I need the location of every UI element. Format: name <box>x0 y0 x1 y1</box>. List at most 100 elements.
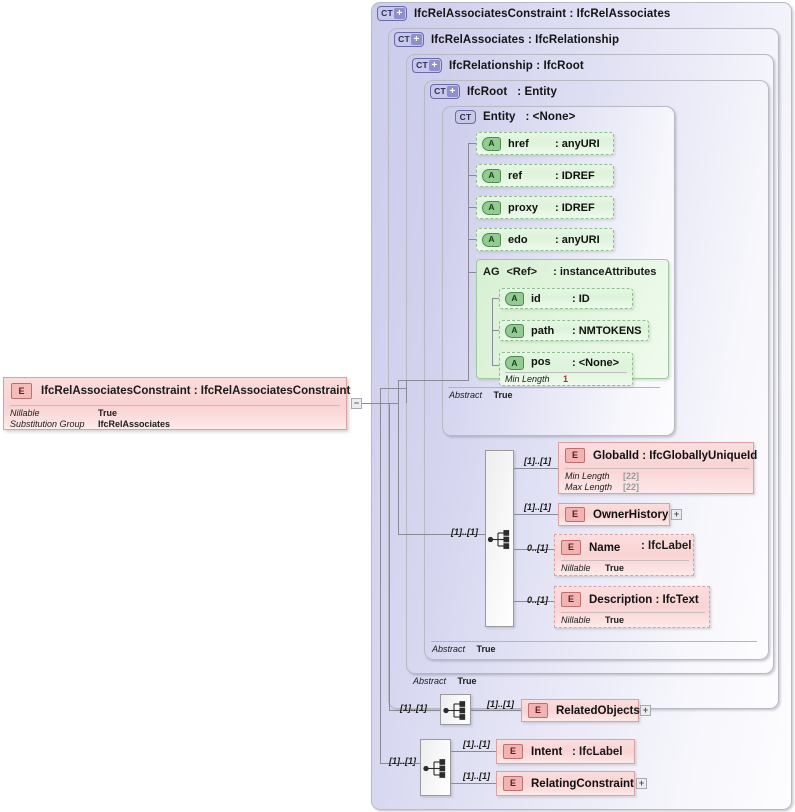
complextype-label: IfcRoot : Entity <box>467 85 557 98</box>
cardinality-relatingconstraint: [1]..[1] <box>463 771 490 781</box>
complextype-label: IfcRelAssociates : IfcRelationship <box>431 33 620 46</box>
abstract-key: Abstract <box>413 676 447 686</box>
element-name[interactable]: E Name : IfcLabel Nillable True <box>554 534 694 576</box>
cardinality-ifcroot-sequence: [1]..[1] <box>451 527 478 537</box>
attribute-group-type: : instanceAttributes <box>553 266 657 278</box>
element-description[interactable]: E Description : IfcText Nillable True <box>554 586 710 628</box>
attribute-id[interactable]: A id : ID <box>499 288 633 309</box>
connector-line <box>389 710 434 711</box>
cardinality-constraint-sequence: [1]..[1] <box>389 756 416 766</box>
attribute-icon: A <box>482 232 501 247</box>
element-ownerhistory[interactable]: E OwnerHistory <box>558 503 670 526</box>
abstract-value: True <box>457 676 477 686</box>
attribute-type: : ID <box>572 292 590 305</box>
element-icon: E <box>565 507 585 522</box>
attribute-ref[interactable]: A ref : IDREF <box>476 164 614 187</box>
facet-separator <box>561 560 689 561</box>
element-relatingconstraint[interactable]: E RelatingConstraint <box>496 771 635 796</box>
facet-key: Min Length <box>565 471 610 481</box>
connector-line <box>468 175 476 176</box>
abstract-row-entity: Abstract True <box>449 390 513 400</box>
complextype-title-entity[interactable]: CT Entity : <None> <box>455 110 575 124</box>
root-element-box[interactable]: E IfcRelAssociatesConstraint : IfcRelAss… <box>3 377 350 430</box>
attribute-group-name: <Ref> <box>506 266 538 278</box>
attribute-name: ref <box>508 169 523 182</box>
expand-relatedobjects-button[interactable]: + <box>640 705 651 716</box>
ct-plus-icon[interactable]: CT+ <box>430 84 460 99</box>
attribute-edo[interactable]: A edo : anyURI <box>476 228 614 251</box>
sequence-compositor-ifcroot[interactable] <box>485 450 514 627</box>
complextype-label: IfcRelationship : IfcRoot <box>449 59 584 72</box>
abstract-row-ifcrelationship: Abstract True <box>413 676 477 686</box>
connector-line <box>492 330 499 331</box>
ct-plus-icon[interactable]: CT+ <box>412 58 442 73</box>
expand-plus-icon[interactable]: + <box>447 86 458 97</box>
expand-plus-icon[interactable]: + <box>394 8 405 19</box>
attribute-icon: A <box>505 291 524 306</box>
sequence-icon <box>443 701 466 720</box>
attribute-name: id <box>531 292 541 305</box>
expand-plus-icon[interactable]: + <box>411 34 422 45</box>
complextype-label: Entity : <None> <box>483 111 576 123</box>
cardinality-globalid: [1]..[1] <box>524 456 551 466</box>
connector-line <box>468 272 476 273</box>
attribute-path[interactable]: A path : NMTOKENS <box>499 320 649 341</box>
complextype-title-ifcrelassociates[interactable]: CT+ IfcRelAssociates : IfcRelationship <box>394 32 619 47</box>
element-header: E RelatingConstraint <box>503 776 634 791</box>
connector-line <box>380 388 381 403</box>
facet-key: Max Length <box>565 482 613 492</box>
complextype-title-ifcrelationship[interactable]: CT+ IfcRelationship : IfcRoot <box>412 58 584 73</box>
connector-line <box>380 388 406 389</box>
connector-line <box>414 763 420 764</box>
element-icon: E <box>503 776 523 791</box>
root-element-collapse-toggle[interactable]: − <box>351 398 362 409</box>
sequence-compositor-relationship[interactable] <box>440 694 471 725</box>
attribute-name: href <box>508 137 529 150</box>
expand-plus-icon[interactable]: + <box>429 60 440 71</box>
element-intent[interactable]: E Intent : IfcLabel <box>496 739 635 764</box>
attribute-group-ref[interactable]: AG <Ref> : instanceAttributes A id : ID … <box>476 259 669 386</box>
sequence-compositor-constraint[interactable] <box>420 739 451 796</box>
complextype-title-ifcroot[interactable]: CT+ IfcRoot : Entity <box>430 84 557 99</box>
element-label: RelatingConstraint <box>531 777 634 790</box>
attribute-pos[interactable]: A pos : <None> Min Length 1 <box>499 352 633 386</box>
facet-value: 1 <box>563 374 569 384</box>
root-element-header: E IfcRelAssociatesConstraint : IfcRelAss… <box>11 383 350 399</box>
element-header: E OwnerHistory <box>565 507 668 522</box>
expand-ownerhistory-button[interactable]: + <box>671 509 682 520</box>
attribute-icon: A <box>482 136 501 151</box>
expand-relatingconstraint-button[interactable]: + <box>636 778 647 789</box>
cardinality-description: 0..[1] <box>527 595 549 605</box>
attribute-group-icon: AG <box>483 265 500 278</box>
element-icon: E <box>503 744 523 759</box>
attribute-type: : IDREF <box>555 169 595 182</box>
attribute-proxy[interactable]: A proxy : IDREF <box>476 196 614 219</box>
complextype-title-ifcrelassociatesconstraint[interactable]: CT+ IfcRelAssociatesConstraint : IfcRelA… <box>377 6 670 21</box>
abstract-value: True <box>476 644 496 654</box>
element-type: : IfcLabel <box>572 746 623 758</box>
facet-key: Nillable <box>561 615 591 625</box>
facet-separator <box>565 468 749 469</box>
attribute-spine <box>492 298 493 365</box>
attribute-name: edo <box>508 233 528 246</box>
ct-plus-icon[interactable]: CT+ <box>394 32 424 47</box>
element-icon: E <box>565 448 585 463</box>
element-globalid[interactable]: E GlobalId : IfcGloballyUniqueId Min Len… <box>558 442 757 494</box>
element-header: E Name <box>561 540 620 555</box>
element-icon: E <box>561 540 581 555</box>
ct-plus-icon[interactable]: CT+ <box>377 6 407 21</box>
attribute-icon: A <box>505 356 524 370</box>
sequence-icon <box>423 759 446 778</box>
attribute-href[interactable]: A href : anyURI <box>476 132 614 155</box>
attribute-icon: A <box>482 200 501 215</box>
facet-separator <box>561 612 705 613</box>
element-relatedobjects[interactable]: E RelatedObjects <box>521 699 640 722</box>
abstract-separator-entity <box>448 387 660 388</box>
facet-value: True <box>98 408 118 418</box>
facet-value: IfcRelAssociates <box>98 419 171 429</box>
connector-line <box>434 710 440 711</box>
facet-key: Substitution Group <box>10 419 85 429</box>
element-icon: E <box>561 592 581 607</box>
cardinality-relatedobjects: [1]..[1] <box>487 699 514 709</box>
connector-line <box>380 763 414 764</box>
